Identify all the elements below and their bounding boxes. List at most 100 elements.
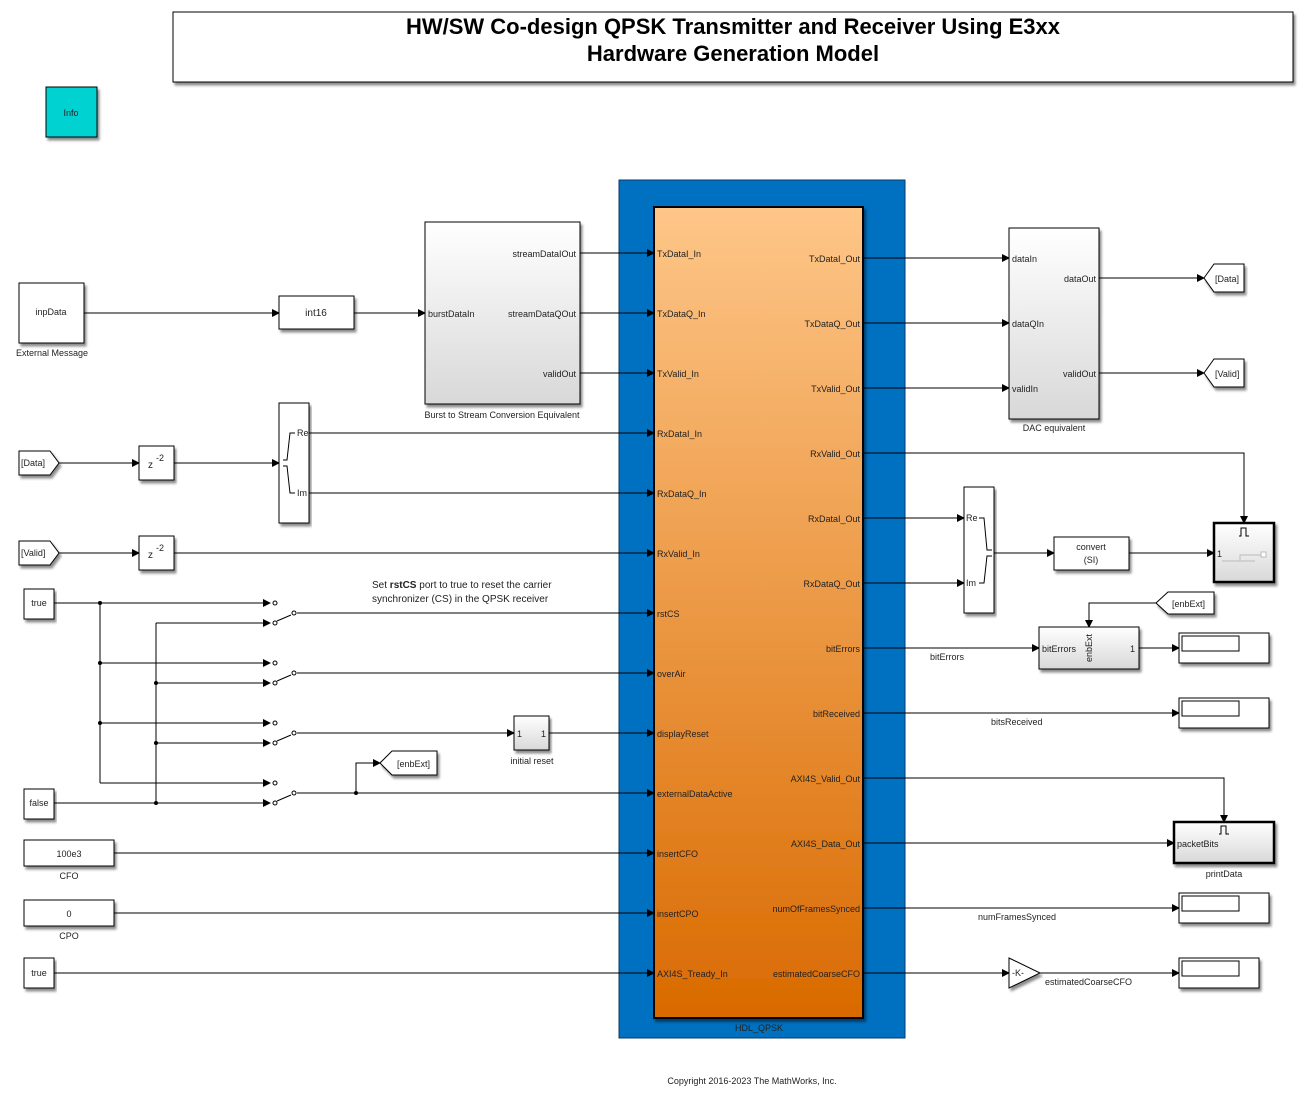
port-validOut: validOut (1063, 369, 1097, 379)
dac-caption: DAC equivalent (1023, 423, 1086, 433)
constant-tready-block[interactable]: true (23, 957, 55, 989)
gain-label: -K- (1012, 968, 1024, 978)
port-1: 1 (1217, 549, 1222, 559)
hdl-input-port: RxDataQ_In (657, 489, 707, 499)
constant-true-value: true (31, 598, 47, 608)
wire (355, 759, 381, 793)
title-line2: Hardware Generation Model (587, 41, 879, 66)
initial-reset-caption: initial reset (510, 756, 554, 766)
display-numframessynced[interactable] (1178, 892, 1270, 924)
cpo-constant-block[interactable]: 0 (23, 899, 115, 927)
hdl-input-port: rstCS (657, 609, 680, 619)
port-enbExt: enbExt (1084, 633, 1094, 662)
goto-valid-label: [Valid] (1215, 369, 1239, 379)
from-enbext-label: [enbExt] (1172, 599, 1205, 609)
from-data-label: [Data] (21, 458, 45, 468)
signal-label-bitsreceived: bitsReceived (991, 717, 1043, 727)
triggered-subsystem-scope[interactable]: 1 (1212, 521, 1276, 584)
port-in: 1 (517, 729, 522, 739)
rstcs-annotation-line1: Set rstCS port to true to reset the carr… (372, 580, 552, 591)
copyright-text: Copyright 2016-2023 The MathWorks, Inc. (667, 1076, 836, 1086)
display-biterrors[interactable] (1178, 632, 1270, 664)
delay-block-valid[interactable]: z -2 (138, 535, 175, 571)
from-valid-tag[interactable]: [Valid] (18, 540, 60, 566)
goto-enbext-label: [enbExt] (397, 759, 430, 769)
enabled-subsystem-biterrors[interactable]: bitErrors enbExt 1 (1038, 626, 1140, 670)
port-dataOut: dataOut (1064, 274, 1097, 284)
real-imag-to-complex-block[interactable]: Re Im (963, 486, 995, 614)
hdl-input-port: overAir (657, 669, 686, 679)
cpo-value: 0 (66, 909, 71, 919)
goto-data-tag[interactable]: [Data] (1203, 263, 1245, 293)
hdl-output-port: AXI4S_Valid_Out (791, 774, 861, 784)
hdl-output-port: RxDataI_Out (808, 514, 861, 524)
title-line1: HW/SW Co-design QPSK Transmitter and Rec… (406, 14, 1061, 39)
hdl-output-port: estimatedCoarseCFO (773, 969, 860, 979)
constant-false-value: false (29, 798, 48, 808)
port-streamDataIOut: streamDataIOut (512, 249, 576, 259)
print-data-block[interactable]: packetBits (1172, 820, 1276, 865)
goto-enbext-tag[interactable]: [enbExt] (379, 750, 438, 776)
int16-convert-block[interactable]: int16 (278, 295, 355, 330)
hdl-input-port: TxDataI_In (657, 249, 701, 259)
manual-switch[interactable] (100, 599, 297, 627)
wire (863, 777, 1228, 823)
hdl-qpsk-subsystem[interactable]: HDL_QPSK (618, 179, 906, 1039)
hdl-input-port: displayReset (657, 729, 709, 739)
manual-switch[interactable] (100, 719, 297, 747)
port-re: Re (297, 428, 309, 438)
info-block[interactable]: Info (45, 86, 98, 138)
delay-z: z (148, 460, 153, 471)
delay-block-data[interactable]: z -2 (138, 445, 175, 481)
gain-block[interactable]: -K- (1008, 957, 1042, 989)
port-packetBits: packetBits (1177, 839, 1219, 849)
print-data-caption: printData (1206, 869, 1243, 879)
hdl-input-port: RxValid_In (657, 549, 700, 559)
hdl-output-port: TxDataQ_Out (804, 319, 860, 329)
manual-switch[interactable] (100, 659, 297, 687)
hdl-input-port: TxValid_In (657, 369, 699, 379)
goto-valid-tag[interactable]: [Valid] (1203, 358, 1245, 388)
constant-true-block[interactable]: true (23, 588, 55, 620)
hdl-input-port: externalDataActive (657, 789, 733, 799)
constant-tready-value: true (31, 968, 47, 978)
goto-data-label: [Data] (1215, 274, 1239, 284)
hdl-output-port: bitErrors (826, 644, 861, 654)
dac-equivalent-block[interactable]: dataIn dataQIn validIn dataOut validOut (1008, 227, 1100, 420)
cpo-caption: CPO (59, 931, 79, 941)
hdl-output-port: AXI4S_Data_Out (791, 839, 861, 849)
from-enbext-tag[interactable]: [enbExt] (1155, 591, 1215, 615)
cfo-caption: CFO (60, 871, 79, 881)
from-valid-label: [Valid] (21, 548, 45, 558)
hdl-output-port: numOfFramesSynced (772, 904, 860, 914)
burst-to-stream-block[interactable]: burstDataIn streamDataIOut streamDataQOu… (424, 221, 581, 405)
inpdata-block[interactable]: inpData (18, 282, 85, 344)
port-out: 1 (541, 729, 546, 739)
inpdata-caption: External Message (16, 348, 88, 358)
burst-block-caption: Burst to Stream Conversion Equivalent (424, 410, 580, 420)
inpdata-label: inpData (35, 307, 66, 317)
rstcs-annotation-line2: synchronizer (CS) in the QPSK receiver (372, 594, 549, 605)
delay-exp: -2 (156, 453, 164, 463)
wire (1085, 602, 1156, 628)
hdl-output-port: TxValid_Out (811, 384, 860, 394)
hdl-output-port: RxDataQ_Out (803, 579, 860, 589)
from-data-tag[interactable]: [Data] (18, 450, 60, 476)
hdl-input-port: insertCPO (657, 909, 699, 919)
convert-line1: convert (1076, 542, 1106, 552)
title-box: HW/SW Co-design QPSK Transmitter and Rec… (172, 11, 1294, 83)
info-label: Info (63, 108, 78, 118)
hdl-output-port: RxValid_Out (810, 449, 860, 459)
initial-reset-block[interactable]: 1 1 (513, 715, 550, 751)
constant-false-block[interactable]: false (23, 788, 55, 820)
complex-to-real-imag-block[interactable]: Re Im (278, 402, 310, 524)
port-validOut: validOut (543, 369, 577, 379)
cfo-constant-block[interactable]: 100e3 (23, 839, 115, 867)
display-estimatedcoarsecfo[interactable] (1178, 957, 1260, 989)
convert-si-block[interactable]: convert (SI) (1053, 536, 1130, 571)
manual-switch[interactable] (100, 779, 297, 807)
int16-label: int16 (305, 308, 327, 319)
display-bitsreceived[interactable] (1178, 697, 1270, 729)
wire (863, 452, 1248, 524)
